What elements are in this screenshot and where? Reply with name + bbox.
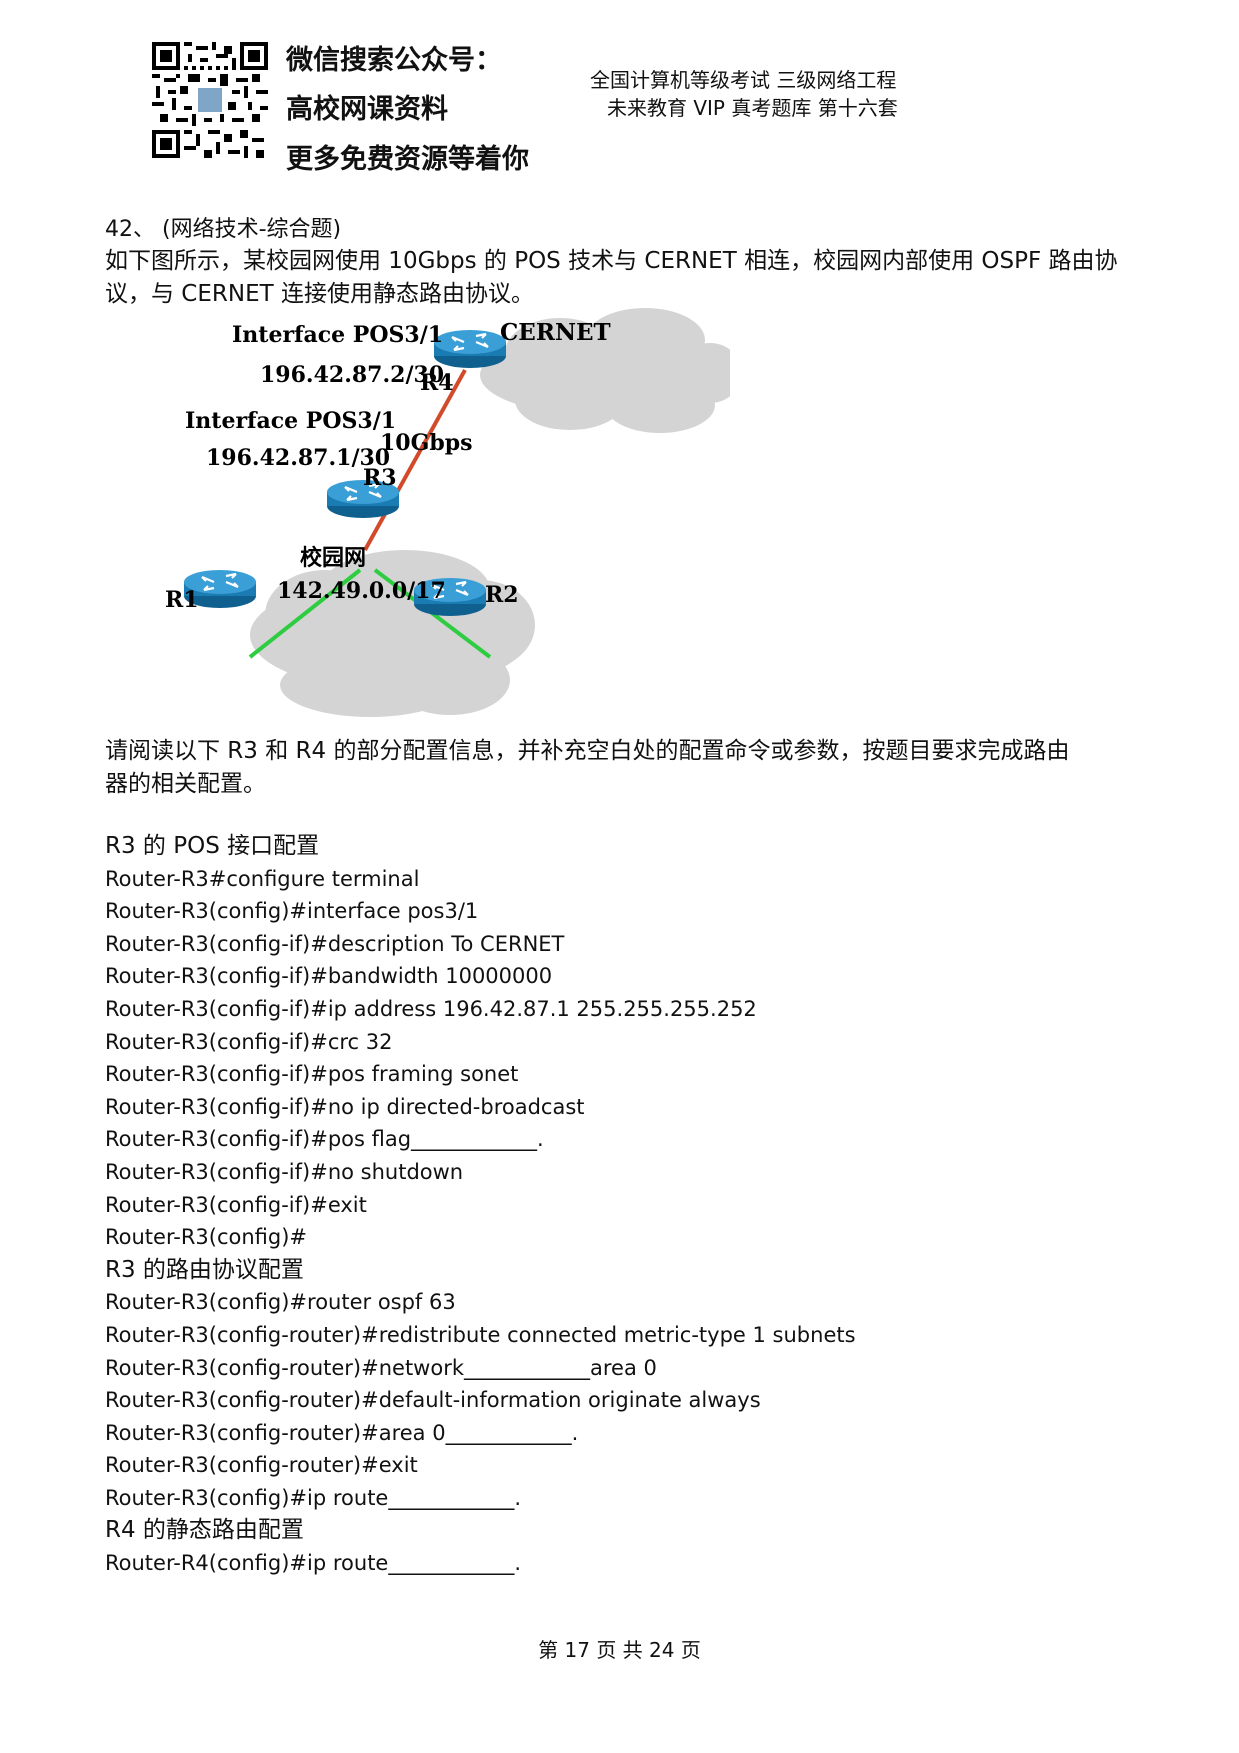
instruction-line-2: 器的相关配置。	[105, 771, 266, 797]
config-line: Router-R3(config-router)#exit	[105, 1453, 418, 1478]
config-line: Router-R3(config-if)#exit	[105, 1192, 367, 1217]
promo-line-2: 高校网课资料	[286, 94, 448, 125]
config-line: Router-R3(config-if)#crc 32	[105, 1029, 393, 1054]
config-line: Router-R3(config-router)#network________…	[105, 1355, 657, 1380]
campus-label: 校园网	[300, 545, 366, 571]
config-line: Router-R3(config-if)#no ip directed-broa…	[105, 1094, 585, 1119]
promo-line-3: 更多免费资源等着你	[286, 144, 529, 175]
config-section-heading: R4 的静态路由配置	[105, 1517, 304, 1544]
r4-interface-label: Interface POS3/1	[232, 322, 443, 348]
promo-line-1: 微信搜索公众号：	[286, 45, 502, 76]
config-line: Router-R3(config-if)#pos framing sonet	[105, 1062, 519, 1087]
config-line: Router-R3(config-router)#redistribute co…	[105, 1322, 856, 1347]
instruction-line-1: 请阅读以下 R3 和 R4 的部分配置信息，并补充空白处的配置命令或参数，按题目…	[105, 738, 1070, 764]
config-section-heading: R3 的 POS 接口配置	[105, 833, 320, 859]
cernet-cloud	[480, 308, 730, 433]
r1-label: R1	[165, 587, 199, 613]
link-r3-r4	[363, 369, 467, 551]
question-number: 42、 (网络技术-综合题)	[105, 217, 342, 242]
config-line: Router-R3(config)#interface pos3/1	[105, 899, 479, 924]
link-r3-r1	[248, 568, 362, 659]
question-intro-line-1: 如下图所示，某校园网使用 10Gbps 的 POS 技术与 CERNET 相连，…	[105, 248, 1118, 274]
campus-cloud	[250, 550, 535, 717]
exam-subtitle: 未来教育 VIP 真考题库 第十六套	[607, 96, 898, 120]
question-intro-line-2: 议，与 CERNET 连接使用静态路由协议。	[105, 281, 534, 307]
page-number: 第 17 页 共 24 页	[538, 1638, 701, 1662]
campus-net-label: 142.49.0.0/17	[277, 578, 446, 604]
config-line: Router-R3#configure terminal	[105, 866, 420, 891]
link-speed-label: 10Gbps	[380, 430, 473, 456]
config-line: Router-R4(config)#ip route____________.	[105, 1551, 522, 1576]
r3-label: R3	[363, 465, 397, 491]
config-line: Router-R3(config-if)#description To CERN…	[105, 931, 565, 956]
config-line: Router-R3(config-if)#pos flag___________…	[105, 1127, 544, 1152]
r3-ip-label: 196.42.87.1/30	[206, 445, 390, 471]
config-line: Router-R3(config)#	[105, 1225, 308, 1250]
cernet-label: CERNET	[500, 319, 611, 346]
router-r4-icon	[432, 328, 508, 370]
network-diagram: CERNET Interface POS3/1 196.42.87.2/30 R…	[165, 308, 730, 717]
config-line: Router-R3(config-if)#no shutdown	[105, 1159, 464, 1184]
config-line: Router-R3(config-router)#area 0_________…	[105, 1420, 579, 1445]
r4-ip-label: 196.42.87.2/30	[260, 362, 444, 388]
exam-title: 全国计算机等级考试 三级网络工程	[590, 68, 897, 92]
config-line: Router-R3(config-if)#ip address 196.42.8…	[105, 996, 757, 1021]
config-line: Router-R3(config-router)#default-informa…	[105, 1388, 761, 1413]
config-line: Router-R3(config)#router ospf 63	[105, 1290, 456, 1315]
qr-code-image	[152, 42, 268, 158]
r2-label: R2	[485, 582, 519, 608]
r3-interface-label: Interface POS3/1	[185, 408, 396, 434]
r4-label: R4	[420, 370, 454, 396]
config-line: Router-R3(config-if)#bandwidth 10000000	[105, 964, 553, 989]
config-line: Router-R3(config)#ip route____________.	[105, 1485, 522, 1510]
config-listing: R3 的 POS 接口配置 Router-R3#configure termina…	[105, 830, 1145, 1580]
config-section-heading: R3 的路由协议配置	[105, 1256, 304, 1283]
